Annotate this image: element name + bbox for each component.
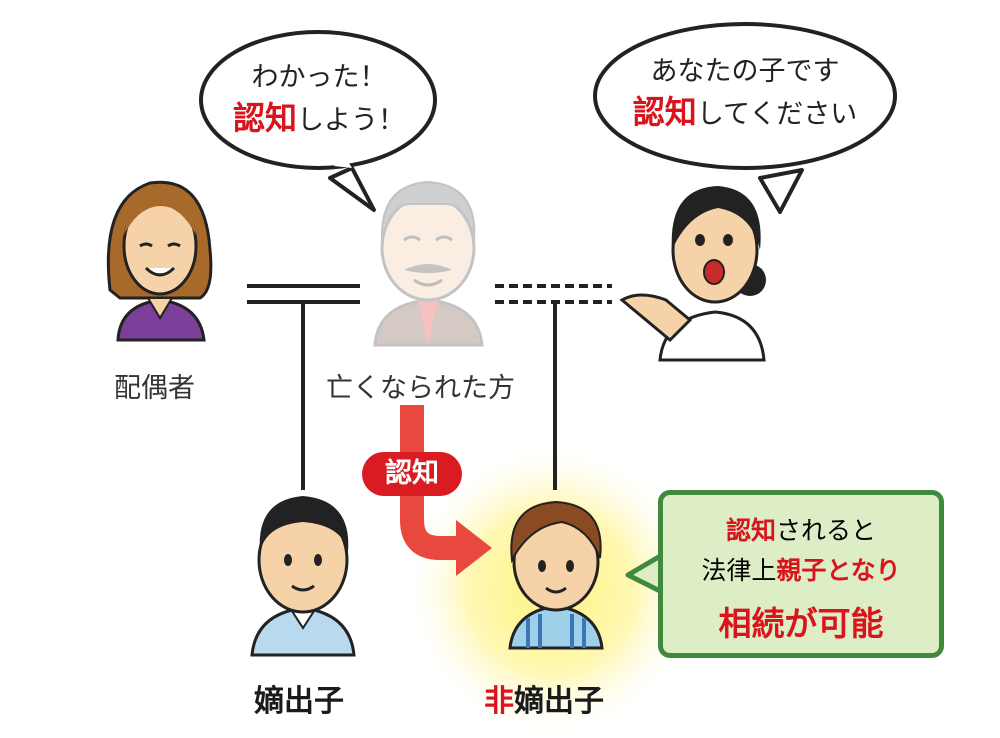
illegit-child-figure — [508, 500, 604, 650]
legit-child-figure — [250, 496, 356, 657]
mother-bubble-line2: 認知してください — [610, 92, 880, 135]
mother-bubble-line2-rest: してください — [696, 99, 858, 130]
info-line1-rest: されると — [776, 516, 877, 545]
speech-bubble-mother — [593, 22, 897, 214]
marriage-lines — [247, 284, 360, 304]
info-line-2: 法律上親子となり — [663, 551, 939, 587]
father-bubble-text: わかった！ 認知しよう！ — [214, 58, 424, 141]
mother-bubble-text: あなたの子です 認知してください — [610, 52, 880, 135]
illegit-rest: 嫡出子 — [514, 684, 604, 719]
recognition-arrow — [400, 405, 492, 576]
illegit-prefix: 非 — [484, 684, 514, 719]
legit-child-label: 嫡出子 — [254, 684, 344, 719]
deceased-figure — [373, 180, 484, 347]
info-parent-child: 親子となり — [776, 556, 901, 585]
spouse-label: 配偶者 — [114, 373, 195, 404]
spouse-figure — [106, 180, 213, 342]
recognition-tag: 認知 — [362, 452, 462, 496]
speech-bubble-father — [199, 30, 437, 212]
deceased-label: 亡くなられた方 — [326, 373, 515, 404]
mother-bubble-line1: あなたの子です — [650, 56, 840, 87]
father-bubble-line2-rest: しよう！ — [297, 105, 405, 136]
info-line-3: 相続が可能 — [718, 604, 884, 643]
info-box-pointer — [625, 552, 664, 595]
info-recognition: 認知 — [725, 516, 776, 545]
father-bubble-line2: 認知しよう！ — [214, 98, 424, 141]
father-bubble-recognition: 認知 — [232, 99, 297, 137]
father-bubble-line1: わかった！ — [251, 62, 387, 93]
info-law: 法律上 — [701, 556, 777, 585]
non-marital-lines — [495, 284, 612, 304]
inheritance-info-box: 認知されると 法律上親子となり 相続が可能 — [658, 490, 944, 658]
mother-figure — [619, 186, 766, 362]
info-line-1: 認知されると — [663, 511, 939, 547]
illegit-child-label: 非嫡出子 — [484, 676, 604, 720]
mother-bubble-recognition: 認知 — [632, 93, 697, 131]
